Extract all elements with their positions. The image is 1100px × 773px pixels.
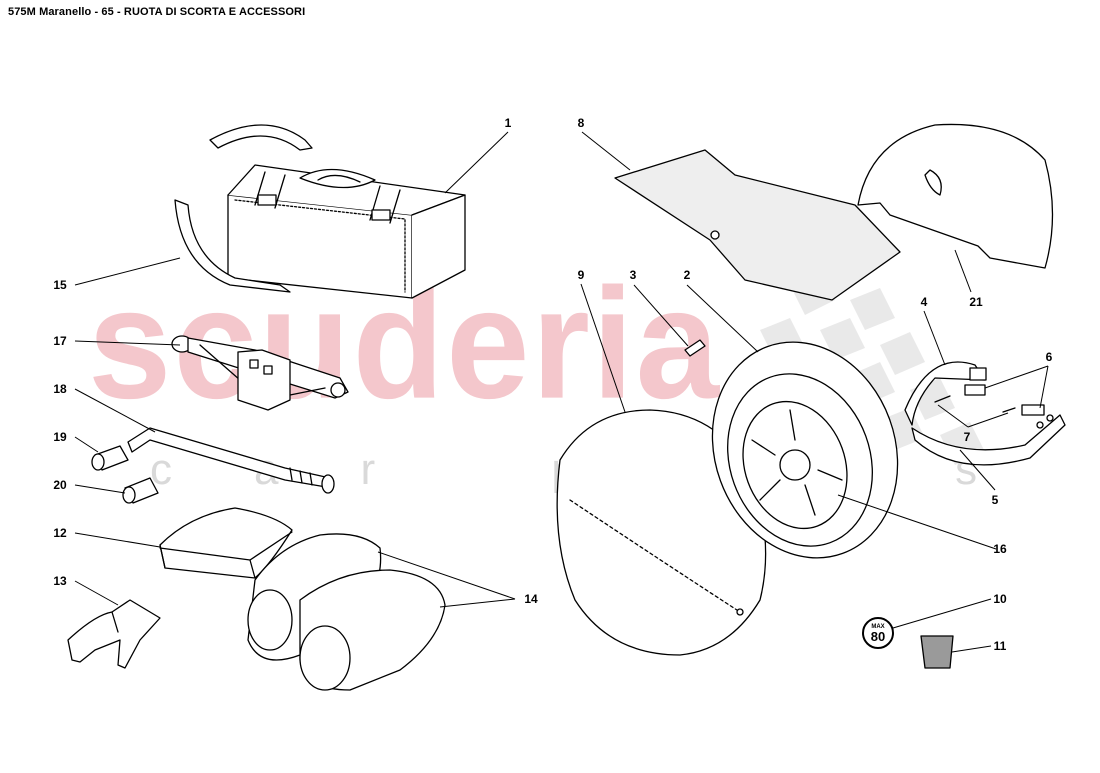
callout-1: 1 [505, 116, 512, 130]
callout-2: 2 [684, 268, 691, 282]
callout-8: 8 [578, 116, 585, 130]
page-title: 575M Maranello - 65 - RUOTA DI SCORTA E … [8, 6, 306, 18]
strap [174, 124, 313, 293]
warning-label [920, 635, 954, 669]
bracket-4 [904, 361, 987, 426]
callout-4: 4 [921, 295, 928, 309]
callout-15: 15 [53, 278, 67, 292]
callout-14: 14 [524, 592, 538, 606]
callout-12: 12 [53, 526, 67, 540]
callout-9: 9 [578, 268, 585, 282]
callout-3: 3 [630, 268, 637, 282]
glove [67, 599, 161, 669]
callout-7: 7 [964, 430, 971, 444]
callout-18: 18 [53, 382, 67, 396]
callout-21: 21 [969, 295, 983, 309]
fasteners [934, 384, 1045, 416]
spare-wheel [711, 341, 899, 559]
socket-20 [122, 477, 159, 504]
wheel-brace [127, 427, 335, 494]
strap-5 [911, 414, 1066, 466]
callout-17: 17 [53, 334, 67, 348]
spare-wheel-cover [857, 123, 1054, 269]
tool-bag [227, 164, 466, 299]
callout-16: 16 [993, 542, 1007, 556]
callout-10: 10 [993, 592, 1007, 606]
badge-top-text: MAX [871, 624, 884, 630]
callout-20: 20 [53, 478, 67, 492]
floor-mat [614, 149, 901, 301]
speed-badge [862, 617, 894, 649]
callout-6: 6 [1046, 350, 1053, 364]
wheel-covers [247, 533, 446, 691]
callout-11: 11 [994, 639, 1007, 653]
badge-value: 80 [871, 629, 885, 644]
socket-19 [91, 445, 129, 471]
callout-13: 13 [53, 574, 67, 588]
scissor-jack [171, 335, 349, 411]
callout-labels: 1 2 3 4 5 6 7 8 9 10 11 12 13 14 15 16 1… [53, 116, 1052, 653]
callout-19: 19 [53, 430, 67, 444]
valve [684, 339, 706, 357]
wheel-bag [556, 409, 767, 656]
leader-lines [74, 131, 1049, 653]
callout-5: 5 [992, 493, 999, 507]
pouch [159, 507, 293, 579]
